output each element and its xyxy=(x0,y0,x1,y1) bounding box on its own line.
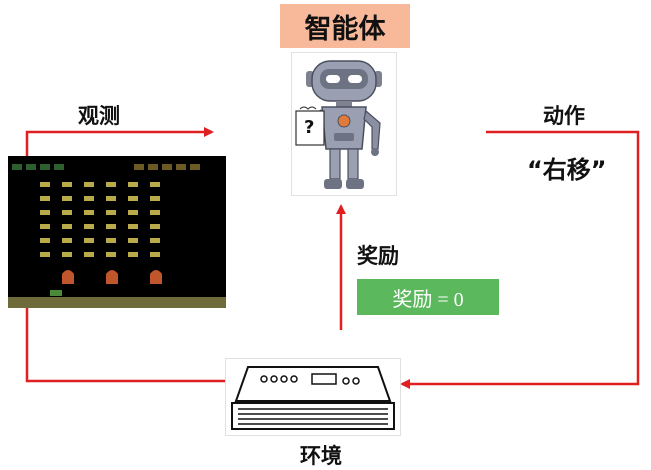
game-console-icon xyxy=(225,358,401,436)
reward-label: 奖励 xyxy=(357,244,399,268)
observation-arrow xyxy=(25,127,214,156)
environment-label: 环境 xyxy=(300,444,342,468)
state-return-line xyxy=(25,305,226,383)
action-value: “右移” xyxy=(527,156,607,184)
action-label: 动作 xyxy=(543,104,585,128)
reward-value-box: 奖励 = 0 xyxy=(357,279,499,315)
robot-sign-text: ? xyxy=(304,117,315,138)
agent-title: 智能体 xyxy=(280,4,410,48)
observation-label: 观测 xyxy=(78,104,120,128)
action-arrow xyxy=(400,130,640,389)
robot-illustration: ? xyxy=(291,52,397,196)
game-screen xyxy=(8,156,226,308)
